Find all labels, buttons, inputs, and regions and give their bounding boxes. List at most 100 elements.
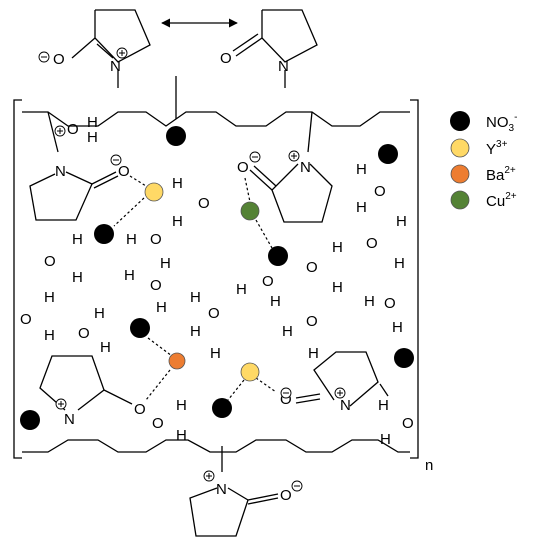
repeat-unit-label: n: [425, 457, 433, 474]
svg-text:NO3-: NO3-: [486, 112, 517, 134]
hydrogen-label: H: [172, 175, 183, 192]
nitrogen-label: N: [278, 58, 289, 75]
hydrogen-label: H: [308, 345, 319, 362]
negative-charge-icon: [249, 151, 261, 163]
resonance-right-structure: O N: [220, 9, 318, 88]
nitrogen-label: N: [216, 481, 227, 498]
positive-charge-icon: [334, 387, 346, 399]
copper-ion-icon: [240, 201, 260, 221]
positive-charge-icon: [55, 398, 67, 410]
legend-swatch: [450, 164, 470, 184]
oxygen-label: O: [198, 195, 210, 212]
hydrogen-label: H: [270, 293, 281, 310]
legend: NO3- Y3+ Ba2+ Cu2+: [450, 111, 517, 210]
hydrogen-label: H: [282, 323, 293, 340]
hydrogen-label: H: [396, 213, 407, 230]
nitrate-ion-icon: [166, 126, 186, 146]
legend-swatch: [450, 111, 470, 131]
negative-charge-icon: [291, 480, 303, 492]
hydrogen-label: H: [160, 255, 171, 272]
yttrium-ion-icon: [144, 182, 164, 202]
oxygen-label: O: [134, 401, 146, 418]
hydrogen-label: H: [172, 213, 183, 230]
hydrogen-label: H: [72, 269, 83, 286]
hydrogen-label: H: [100, 339, 111, 356]
hydrogen-label: H: [356, 161, 367, 178]
legend-swatch: [450, 190, 470, 210]
nitrate-ion-icon: [378, 144, 398, 164]
nitrate-ion-icon: [212, 398, 232, 418]
oxygen-label: O: [53, 51, 65, 68]
yttrium-ion-icon: [240, 362, 260, 382]
oxygen-label: O: [402, 415, 414, 432]
hydrogen-label: H: [190, 289, 201, 306]
nitrogen-label: N: [55, 163, 66, 180]
hydrogen-label: H: [156, 299, 167, 316]
hydrogen-label: H: [210, 345, 221, 362]
hydrogen-label: H: [190, 323, 201, 340]
oxygen-label: O: [384, 295, 396, 312]
hydrogen-label: H: [380, 431, 391, 448]
hydrogen-label: H: [94, 305, 105, 322]
hydrogen-label: H: [394, 255, 405, 272]
hydrogen-label: H: [176, 397, 187, 414]
oxygen-label: O: [20, 311, 32, 328]
legend-item-barium: Ba2+: [450, 164, 516, 184]
ions: [20, 126, 414, 430]
legend-item-yttrium: Y3+: [450, 138, 508, 158]
oxygen-label: O: [280, 391, 292, 408]
hydrogen-label: H: [44, 327, 55, 344]
hydrogen-label: H: [236, 281, 247, 298]
oxygen-label: O: [150, 231, 162, 248]
oxygen-label: O: [152, 415, 164, 432]
oxygen-label: O: [44, 253, 56, 270]
barium-ion-icon: [168, 352, 186, 370]
bottom-polymer-backbone: [22, 439, 410, 472]
hydrogen-label: H: [364, 293, 375, 310]
nitrogen-label: N: [64, 411, 75, 428]
negative-charge-icon: [280, 387, 292, 399]
svg-text:Y3+: Y3+: [486, 139, 508, 158]
oxygen-label: O: [208, 305, 220, 322]
svg-text:Ba2+: Ba2+: [486, 165, 516, 184]
hydrogen-label: H: [392, 319, 403, 336]
oxygen-label: O: [118, 163, 130, 180]
upper-left-pyrrolidone: N O O H H: [29, 114, 130, 221]
hydrogen-label: H: [356, 199, 367, 216]
positive-charge-icon: [203, 470, 215, 482]
oxygen-label: O: [67, 121, 79, 138]
oxygen-label: O: [262, 273, 274, 290]
nitrogen-label: N: [110, 58, 121, 75]
hydrogen-label: H: [332, 239, 343, 256]
hydrogen-label: H: [176, 427, 187, 444]
legend-item-nitrate: NO3-: [450, 111, 517, 134]
upper-right-pyrrolidone: N O: [237, 150, 333, 223]
oxygen-label: O: [306, 313, 318, 330]
top-polymer-backbone: [22, 76, 410, 153]
polymer-bracket: n: [13, 99, 433, 474]
oxygen-label: O: [237, 159, 249, 176]
coordination-bonds: [113, 175, 277, 401]
hydrogen-label: H: [332, 279, 343, 296]
positive-charge-icon: [288, 150, 300, 162]
hydrogen-label: H: [44, 289, 55, 306]
nitrate-ion-icon: [20, 410, 40, 430]
oxygen-label: O: [150, 277, 162, 294]
nitrate-ion-icon: [268, 246, 288, 266]
negative-charge-icon: [110, 154, 122, 166]
positive-charge-icon: [54, 125, 66, 137]
legend-swatch: [450, 138, 470, 158]
bottom-pyrrolidone: N O: [189, 470, 303, 537]
oxygen-label: O: [306, 259, 318, 276]
hydrogen-label: H: [72, 231, 83, 248]
oxygen-label: O: [366, 235, 378, 252]
hydrogen-label: H: [87, 114, 98, 131]
nitrate-ion-icon: [394, 348, 414, 368]
hydrogen-label: H: [126, 231, 137, 248]
nitrate-ion-icon: [94, 224, 114, 244]
nitrogen-label: N: [340, 397, 351, 414]
lower-left-pyrrolidone: N O: [39, 355, 146, 428]
oxygen-label: O: [374, 183, 386, 200]
hydrogen-label: H: [378, 397, 389, 414]
